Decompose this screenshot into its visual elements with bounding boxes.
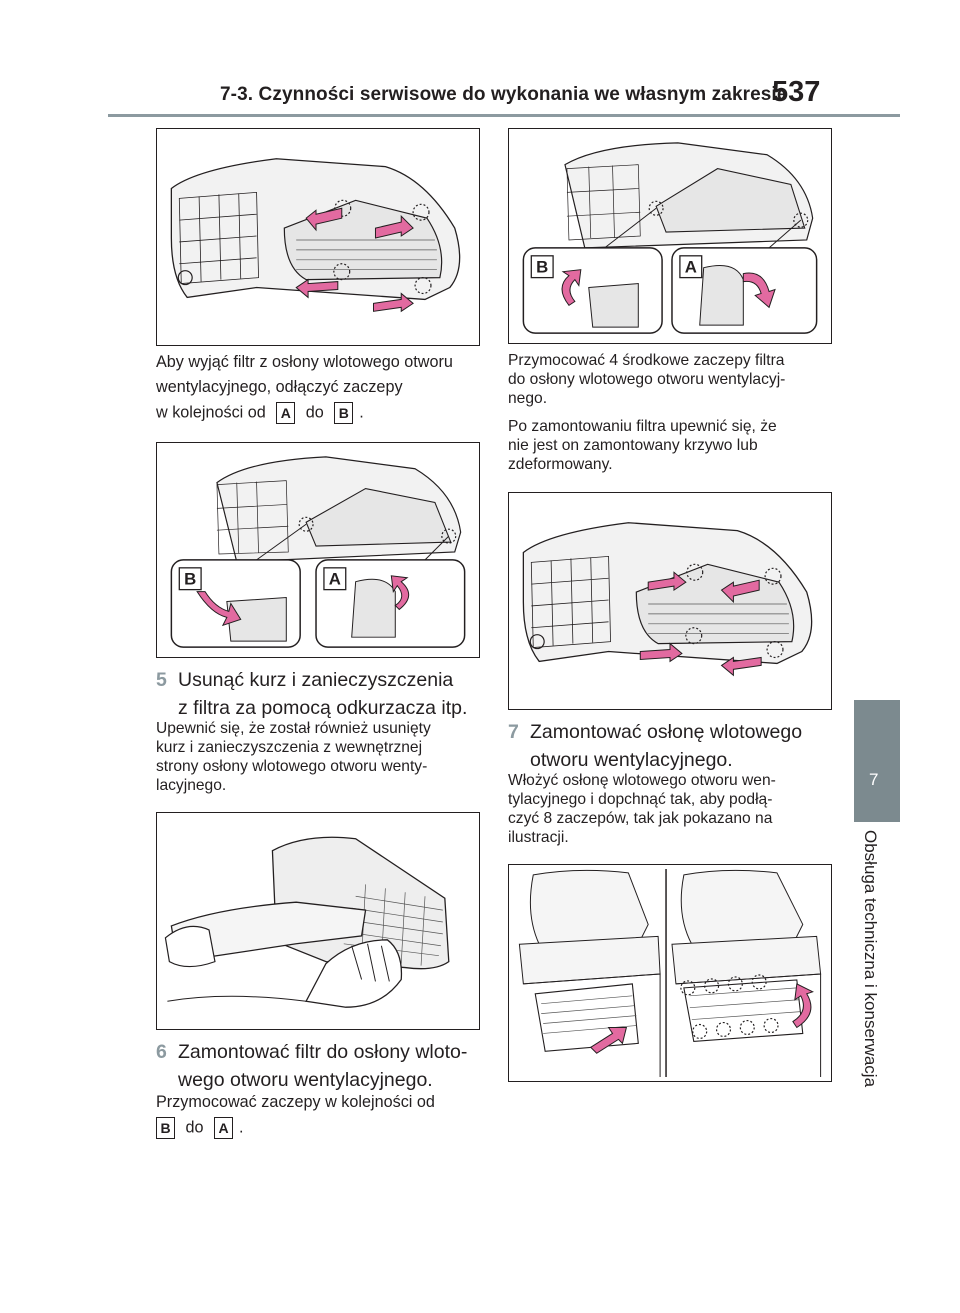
- left-p3-end: .: [239, 1118, 244, 1137]
- step-7-line2: otworu wentylacyjnego.: [530, 749, 733, 771]
- chapter-title: Obsługa techniczna i konserwacja: [861, 830, 880, 1088]
- left-p3-mid: do: [185, 1118, 204, 1137]
- right-p3-line3: czyć 8 zaczepów, tak jak pokazano na: [508, 810, 773, 827]
- right-p2-line1: Po zamontowaniu filtra upewnić się, że: [508, 418, 777, 435]
- step-6-line2: wego otworu wentylacyjnego.: [178, 1069, 433, 1091]
- step-6: 6 Zamontować filtr do osłony wloto- wego…: [156, 1038, 468, 1094]
- detail-a-label: A: [329, 570, 341, 589]
- detail-a-label-2: A: [685, 258, 697, 277]
- page-number: 537: [772, 76, 821, 108]
- left-p2-line4: lacyjnego.: [156, 777, 227, 794]
- step-6-line1: Zamontować filtr do osłony wloto-: [178, 1041, 468, 1063]
- step-7-number: 7: [508, 721, 519, 743]
- left-p2-line1: Upewnić się, że został również usunięty: [156, 720, 431, 737]
- left-p3-line2: B do A.: [156, 1117, 244, 1139]
- detail-b-label: B: [184, 570, 196, 589]
- right-p3-line4: ilustracji.: [508, 829, 569, 846]
- step-5-line2: z filtra za pomocą odkurzacza itp.: [178, 697, 468, 719]
- step-5: 5 Usunąć kurz i zanieczyszczenia z filtr…: [156, 666, 468, 722]
- figure-detach-clips: B A: [156, 442, 480, 658]
- right-p2-line3: zdeformowany.: [508, 456, 613, 473]
- callout-b-badge: B: [334, 402, 354, 424]
- left-p2-line3: strony osłony wlotowego otworu wenty-: [156, 758, 428, 775]
- chapter-tab: [854, 700, 900, 822]
- left-p1-prefix: w kolejności od: [156, 403, 266, 422]
- figure-vacuum-filter: [156, 812, 480, 1030]
- left-p2-line2: kurz i zanieczyszczenia z wewnętrznej: [156, 739, 423, 756]
- illustration-attach-detail: B A: [522, 142, 818, 334]
- step-5-line1: Usunąć kurz i zanieczyszczenia: [178, 669, 454, 691]
- chapter-number: 7: [869, 770, 879, 789]
- right-p3-line1: Włożyć osłonę wlotowego otworu wen-: [508, 772, 776, 789]
- step-6-number: 6: [156, 1041, 167, 1063]
- right-p3-line2: tylacyjnego i dopchnąć tak, aby podłą-: [508, 791, 773, 808]
- callout-b-badge-2: B: [156, 1117, 175, 1139]
- step-5-number: 5: [156, 669, 167, 691]
- right-p2-line2: nie jest on zamontowany krzywo lub: [508, 437, 758, 454]
- right-p1-line1: Przymocować 4 środkowe zaczepy filtra: [508, 352, 785, 369]
- illustration-seat-cover: [518, 868, 822, 1078]
- callout-a-badge: A: [276, 402, 296, 424]
- left-p1-mid: do: [305, 403, 324, 422]
- step-7-line1: Zamontować osłonę wlotowego: [530, 721, 803, 743]
- illustration-vacuum: [164, 836, 450, 1008]
- right-p1-line3: nego.: [508, 390, 548, 407]
- section-title: 7-3. Czynności serwisowe do wykonania we…: [220, 84, 788, 105]
- figure-attach-clips: B A: [508, 128, 832, 344]
- right-p1-line2: do osłony wlotowego otworu wentylacyj-: [508, 371, 786, 388]
- illustration-detail-clips: B A: [170, 456, 466, 648]
- figure-attach-filter: [508, 492, 832, 710]
- illustration-cover-arrows: [170, 158, 461, 313]
- figure-install-cover: [508, 864, 832, 1082]
- callout-a-badge-2: A: [214, 1117, 234, 1139]
- detail-b-label-2: B: [536, 258, 548, 277]
- header-rule: [108, 114, 900, 117]
- step-7: 7 Zamontować osłonę wlotowego otworu wen…: [508, 718, 803, 774]
- left-p1-line3: w kolejności od A do B.: [156, 402, 364, 424]
- figure-remove-filter: [156, 128, 480, 346]
- left-p1-line2: wentylacyjnego, odłączyć zaczepy: [156, 378, 403, 396]
- left-p1-line1: Aby wyjąć filtr z osłony wlotowego otwor…: [156, 353, 453, 371]
- left-p1-end: .: [359, 403, 364, 422]
- left-p3-line1: Przymocować zaczepy w kolejności od: [156, 1093, 435, 1111]
- illustration-attach-arrows: [522, 522, 813, 677]
